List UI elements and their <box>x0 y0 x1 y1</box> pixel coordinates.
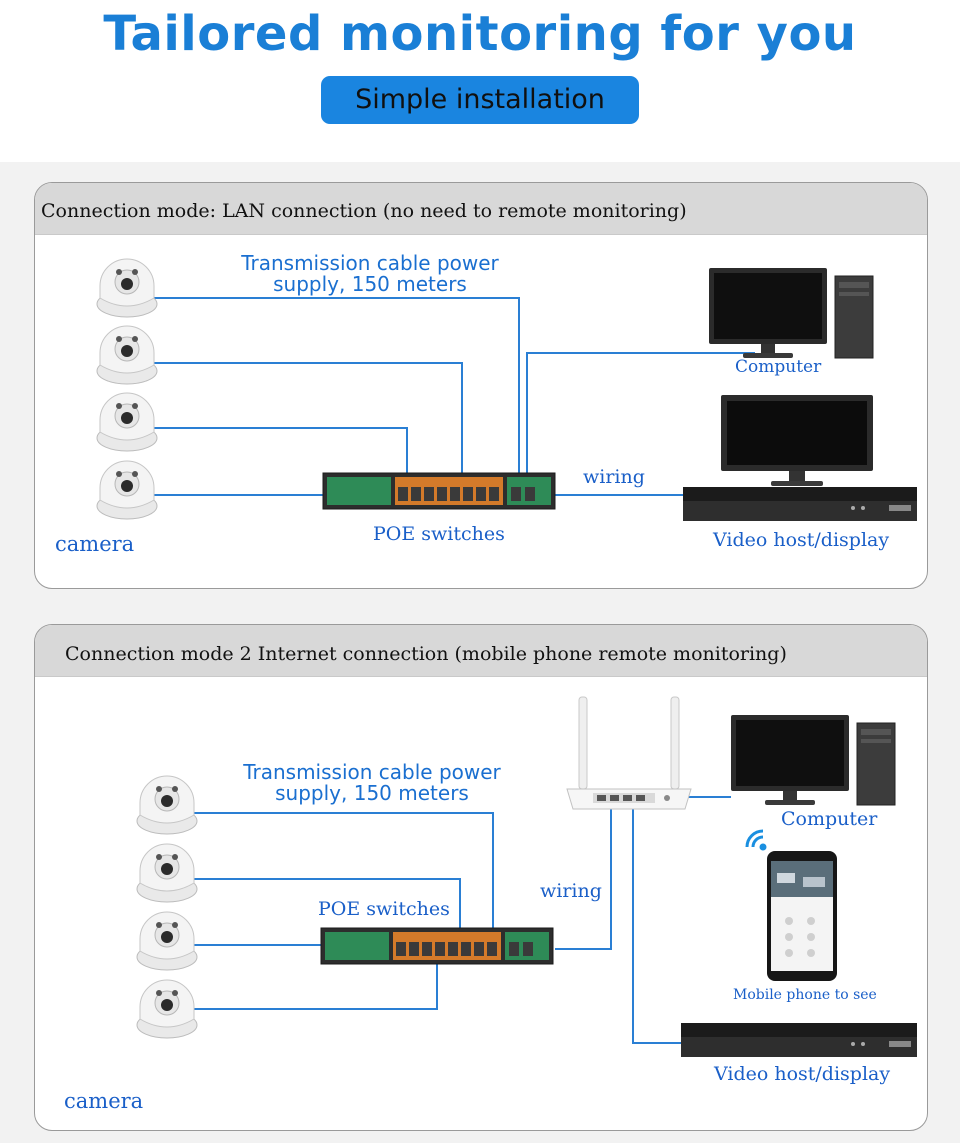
computer-label: Computer <box>735 357 822 377</box>
camera-label: camera <box>55 532 135 556</box>
cable-label-line2: supply, 150 meters <box>273 272 467 296</box>
cable-label-line1: Transmission cable power <box>241 251 499 275</box>
camera-icon <box>96 325 158 385</box>
page-header: Tailored monitoring for you Simple insta… <box>0 0 960 162</box>
internet-connection-panel: Connection mode 2 Internet connection (m… <box>34 624 928 1131</box>
monitor-icon <box>721 395 873 486</box>
page-title: Tailored monitoring for you <box>103 6 857 62</box>
cable-label: Transmission cable power supply, 150 met… <box>215 253 525 295</box>
camera-icon <box>136 843 198 903</box>
poe-switch-icon <box>322 472 556 510</box>
camera-icon <box>96 460 158 520</box>
cable-line <box>555 805 612 950</box>
cable-label-line2: supply, 150 meters <box>275 781 469 805</box>
video-host-label: Video host/display <box>714 1063 891 1085</box>
video-host-label: Video host/display <box>713 529 890 551</box>
lan-connection-panel: Connection mode: LAN connection (no need… <box>34 182 928 589</box>
cable-label: Transmission cable power supply, 150 met… <box>217 762 527 804</box>
cable-lines <box>193 796 731 1044</box>
camera-icon <box>96 392 158 452</box>
cable-line <box>632 805 681 1044</box>
camera-icon <box>136 775 198 835</box>
panel-heading: Connection mode 2 Internet connection (m… <box>35 625 927 677</box>
cable-line <box>526 352 755 483</box>
computer-icon <box>709 268 874 359</box>
panel-heading-text: Connection mode: LAN connection (no need… <box>41 200 687 222</box>
router-icon <box>566 696 692 810</box>
camera-label: camera <box>64 1089 144 1113</box>
camera-icon <box>136 979 198 1039</box>
poe-switch-icon <box>320 927 554 965</box>
wiring-label: wiring <box>540 880 602 902</box>
cable-line <box>193 878 461 928</box>
lan-diagram <box>96 258 917 521</box>
cable-line <box>193 960 438 1010</box>
wifi-icon <box>745 829 767 851</box>
cable-lines <box>153 297 755 496</box>
wiring-label: wiring <box>583 466 645 488</box>
panel-heading: Connection mode: LAN connection (no need… <box>35 183 927 235</box>
cable-line <box>153 297 520 473</box>
installation-badge: Simple installation <box>321 76 639 124</box>
video-host-dvr-icon <box>683 487 917 521</box>
camera-icon <box>96 258 158 318</box>
cable-line <box>193 812 494 928</box>
cable-label-line1: Transmission cable power <box>243 760 501 784</box>
poe-label: POE switches <box>318 898 450 920</box>
computer-label: Computer <box>781 808 878 830</box>
cable-line <box>153 427 408 483</box>
computer-icon <box>731 715 896 806</box>
panel-heading-text: Connection mode 2 Internet connection (m… <box>65 643 787 665</box>
mobile-phone-label: Mobile phone to see <box>733 987 877 1003</box>
cable-line <box>153 362 463 473</box>
camera-icon <box>136 911 198 971</box>
video-host-dvr-icon <box>681 1023 917 1057</box>
internet-diagram <box>136 696 917 1057</box>
mobile-phone-icon <box>767 851 837 981</box>
poe-label: POE switches <box>373 523 505 545</box>
